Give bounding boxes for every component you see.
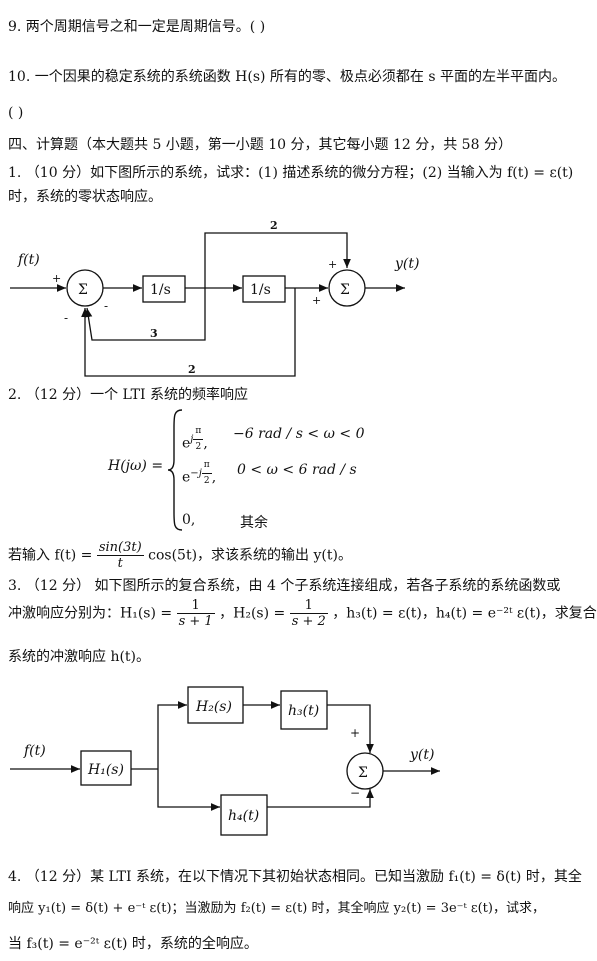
question-10-line2: ( )	[8, 105, 24, 121]
p1-block2-label: 1/s	[250, 282, 271, 298]
p1-sign-plus-left: +	[312, 294, 321, 307]
p3-input-label: f(t)	[23, 743, 46, 759]
p2-case1-condition: −6 rad / s < ω < 0	[233, 426, 365, 442]
p3-sign-minus: −	[350, 786, 360, 800]
p2-case3-condition: 其余	[240, 515, 268, 531]
p2-case2-condition: 0 < ω < 6 rad / s	[237, 462, 357, 478]
p1-sum1-symbol: Σ	[78, 282, 88, 298]
p3-h3-label: h₃(t)	[288, 703, 319, 719]
p1-sign-plus-input: +	[52, 272, 61, 285]
p1-output-label: y(t)	[394, 256, 419, 272]
p1-input-label: f(t)	[17, 252, 40, 268]
problem-4-line1: 4. （12 分）某 LTI 系统，在以下情况下其初始状态相同。已知当激励 f₁…	[8, 869, 582, 885]
question-10-line1: 10. 一个因果的稳定系统的系统函数 H(s) 所有的零、极点必须都在 s 平面…	[8, 69, 567, 85]
problem-4-line2: 响应 y₁(t) = δ(t) + e⁻ᵗ ε(t)；当激励为 f₂(t) = …	[8, 901, 545, 916]
p2-lhs: H(jω) =	[108, 458, 164, 474]
p2-case3-value: 0,	[182, 512, 196, 528]
p1-sign-minus-b: -	[64, 311, 68, 325]
p1-gain-bottom: 2	[188, 363, 196, 376]
p3-sign-plus: +	[350, 726, 360, 740]
problem-3-block-diagram: f(t) y(t) H₁(s) H₂(s) h₃(t) h₄(t) Σ + −	[10, 686, 440, 836]
p1-sign-minus-a: -	[104, 299, 108, 313]
p3-h2-label: H₂(s)	[195, 699, 232, 715]
problem-2-line1: 2. （12 分）一个 LTI 系统的频率响应	[8, 387, 248, 403]
problem-3-line1: 3. （12 分） 如下图所示的复合系统，由 4 个子系统连接组成，若各子系统的…	[8, 578, 561, 594]
p1-sign-plus-top: +	[328, 258, 337, 271]
problem-3-line3: 系统的冲激响应 h(t)。	[8, 649, 151, 665]
p3-h4-label: h₄(t)	[228, 808, 259, 824]
problem-1-block-diagram: f(t) y(t) Σ Σ 1/s 1/s 2 3 2 + - - + +	[10, 219, 419, 377]
problem-4-line3: 当 f₃(t) = e⁻²ᵗ ε(t) 时，系统的全响应。	[8, 936, 258, 952]
p1-gain-top: 2	[270, 219, 278, 232]
p1-block1-label: 1/s	[150, 282, 171, 298]
problem-1-line1: 1. （10 分）如下图所示的系统，试求：(1) 描述系统的微分方程；(2) 当…	[8, 165, 574, 181]
p3-h1-label: H₁(s)	[87, 762, 124, 778]
p1-gain-mid: 3	[150, 327, 158, 340]
p3-output-label: y(t)	[409, 747, 434, 763]
p2-left-brace	[167, 409, 183, 531]
p3-sum-symbol: Σ	[358, 765, 368, 781]
p1-sum2-symbol: Σ	[340, 282, 350, 298]
p2-input-line: 若输入 f(t) = sin(3t)t cos(5t)，求该系统的输出 y(t)…	[8, 540, 352, 571]
problem-1-line2: 时，系统的零状态响应。	[8, 189, 162, 205]
question-9: 9. 两个周期信号之和一定是周期信号。( )	[8, 19, 266, 35]
section-heading: 四、计算题（本大题共 5 小题，第一小题 10 分，其它每小题 12 分，共 5…	[8, 137, 512, 153]
